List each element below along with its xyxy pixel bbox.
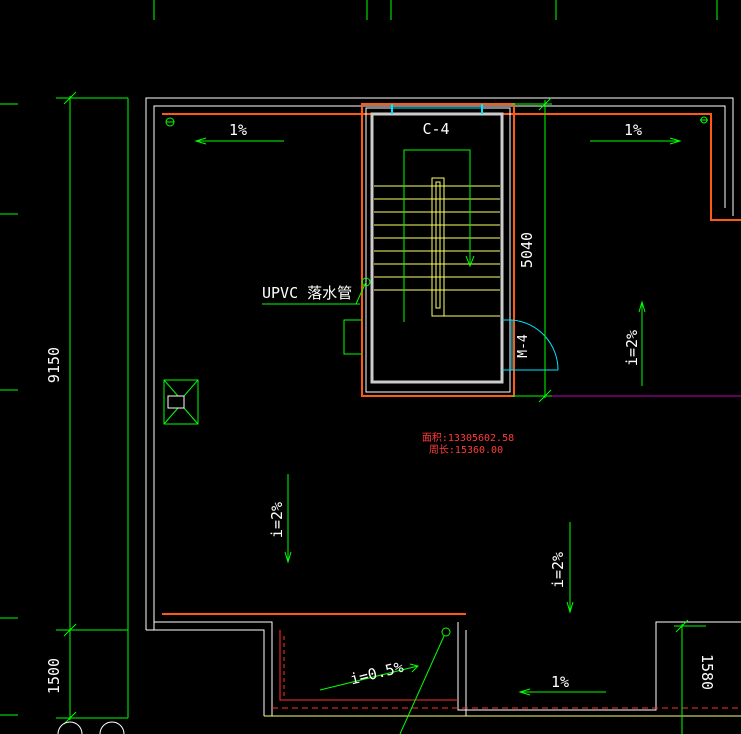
stair-treads (374, 177, 500, 317)
slope-left: i=2% (268, 502, 286, 538)
outer-walls (145, 97, 734, 716)
slope-bottom: 1% (551, 673, 569, 691)
slope-top-right: 1% (624, 121, 642, 139)
dimension-1580: 1580 (698, 654, 716, 690)
stairwell (361, 103, 515, 397)
window-label: C-4 (422, 120, 449, 138)
slope-arrows (194, 137, 682, 734)
slope-right: i=2% (623, 330, 641, 366)
lower-right-wall (457, 621, 741, 711)
dimension-left (56, 91, 129, 725)
balcony (57, 630, 741, 734)
slope-top-left: 1% (229, 121, 247, 139)
door-label: M-4 (516, 334, 531, 358)
grid-ticks (0, 0, 718, 716)
dimension-stair (512, 97, 552, 403)
downpipe-leader (262, 277, 371, 355)
slope-balcony: i=0.5% (348, 658, 405, 689)
perimeter-value: 周长:15360.00 (429, 444, 503, 456)
downpipe-label: UPVC 落水管 (262, 284, 352, 302)
stair-direction (403, 149, 475, 322)
dimension-9150: 9150 (45, 347, 63, 383)
corner-drain-markers (165, 116, 708, 637)
roof-drain-icon (163, 379, 199, 425)
slope-center: i=2% (549, 552, 567, 588)
dimension-1500: 1500 (45, 658, 63, 694)
dimension-5040: 5040 (518, 232, 536, 268)
area-value: 面积:13305602.58 (422, 432, 514, 444)
dimension-right-bottom (674, 619, 706, 734)
roof-boundary (162, 113, 741, 221)
